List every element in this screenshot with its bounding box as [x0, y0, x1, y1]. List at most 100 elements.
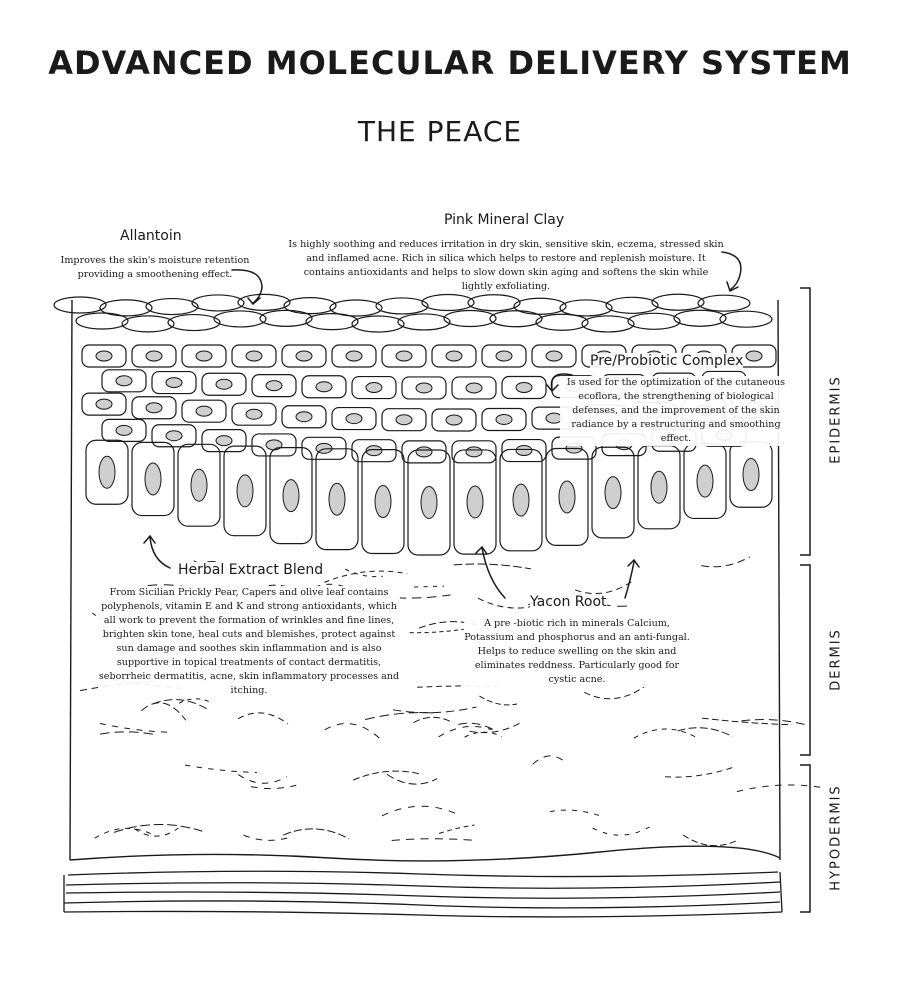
dermis-fiber [575, 581, 632, 593]
cell-nucleus [446, 351, 462, 361]
dermis-fiber [100, 732, 156, 735]
probiotic-description: Is used for the optimization of the cuta… [560, 376, 792, 446]
yacon-arrow-2 [625, 562, 634, 598]
dermis-label: DERMIS [829, 580, 844, 740]
flat-cell [628, 313, 680, 329]
cell-nucleus [96, 351, 112, 361]
flat-cell [468, 295, 520, 311]
cell-nucleus [421, 486, 437, 518]
dermis-fiber [702, 718, 791, 725]
flat-cell [122, 316, 174, 332]
yacon-description: A pre -biotic rich in minerals Calcium, … [464, 617, 690, 687]
flat-cell [54, 297, 106, 313]
allantoin-description: Improves the skin's moisture retention p… [52, 254, 258, 282]
flat-cell [606, 297, 658, 313]
dermis-fiber [701, 557, 750, 567]
dermis-fiber [251, 785, 296, 788]
flat-cell [306, 314, 358, 330]
flat-cell [76, 313, 128, 329]
cell-nucleus [329, 483, 345, 515]
flat-cell [284, 298, 336, 314]
dermis-fiber [533, 756, 564, 764]
dermis-fiber [665, 767, 733, 777]
hypodermis-label: HYPODERMIS [829, 758, 844, 918]
flat-cell [422, 295, 474, 311]
dermis-fiber [382, 806, 455, 816]
cell-nucleus [145, 463, 161, 495]
dermis-fiber [414, 586, 444, 587]
cell-nucleus [375, 486, 391, 518]
dermis-fiber [100, 723, 172, 732]
flat-cell [398, 314, 450, 330]
herbal-description: From Sicilian Prickly Pear, Capers and o… [98, 586, 400, 698]
dermis-fiber [393, 707, 476, 713]
flat-cell [582, 316, 634, 332]
dermis-fiber [479, 696, 517, 705]
cell-nucleus [746, 351, 762, 361]
layer-brackets [800, 288, 810, 912]
dermis-fiber [238, 713, 288, 724]
dermis-fiber [439, 825, 474, 833]
flat-cell [352, 316, 404, 332]
flat-cell [536, 314, 588, 330]
dermis-fiber [134, 828, 178, 836]
dermis-fiber [410, 629, 464, 632]
cell-nucleus [116, 376, 132, 386]
dermis-fiber [325, 724, 381, 740]
cell-nucleus [296, 351, 312, 361]
cell-nucleus [346, 414, 362, 424]
pink-clay-title: Pink Mineral Clay [444, 212, 564, 228]
cell-nucleus [396, 415, 412, 425]
dermis-fiber [244, 835, 288, 840]
cell-nucleus [559, 481, 575, 513]
herbal-arrow [150, 537, 170, 568]
flat-cell [652, 294, 704, 310]
dermis-fiber [593, 827, 650, 835]
herbal-title: Herbal Extract Blend [178, 562, 323, 578]
cell-nucleus [466, 383, 482, 393]
cell-nucleus [246, 409, 262, 419]
dermis-fiber [153, 700, 208, 710]
cell-nucleus [266, 440, 282, 450]
dermis-bracket [800, 565, 810, 755]
flat-cell [560, 300, 612, 316]
yacon-title: Yacon Root [530, 594, 607, 610]
cell-nucleus [516, 383, 532, 393]
dermis-fiber [142, 703, 186, 721]
dermis-fiber [387, 774, 437, 784]
flat-cell [146, 299, 198, 315]
cell-nucleus [496, 414, 512, 424]
pink-clay-arrow [722, 252, 741, 290]
dermis-fiber [392, 839, 475, 841]
dermis-fiber [470, 723, 521, 733]
cell-nucleus [99, 456, 115, 488]
hypodermis-fat-layer [64, 871, 782, 917]
dermis-fiber [238, 775, 286, 784]
epidermis-bracket [800, 288, 810, 555]
dermis-fiber [185, 765, 257, 772]
cell-nucleus [216, 379, 232, 389]
dermis-fiber [95, 828, 156, 838]
cell-nucleus [196, 351, 212, 361]
cell-nucleus [516, 446, 532, 456]
flat-cell [238, 294, 290, 310]
flat-cell [444, 311, 496, 327]
dermis-fiber [413, 717, 450, 722]
cell-nucleus [96, 399, 112, 409]
cell-nucleus [466, 447, 482, 457]
cell-nucleus [296, 412, 312, 422]
dermis-fiber [324, 571, 407, 582]
cell-nucleus [116, 425, 132, 435]
cell-nucleus [513, 484, 529, 516]
dermis-fiber [353, 771, 422, 780]
cell-nucleus [416, 447, 432, 457]
cell-nucleus [237, 475, 253, 507]
cell-nucleus [283, 480, 299, 512]
dermis-fiber [634, 729, 696, 738]
dermis-fiber [283, 829, 349, 839]
page-title: ADVANCED MOLECULAR DELIVERY SYSTEM [0, 44, 900, 82]
cell-nucleus [191, 469, 207, 501]
cell-nucleus [546, 351, 562, 361]
cell-nucleus [346, 351, 362, 361]
cell-nucleus [196, 406, 212, 416]
